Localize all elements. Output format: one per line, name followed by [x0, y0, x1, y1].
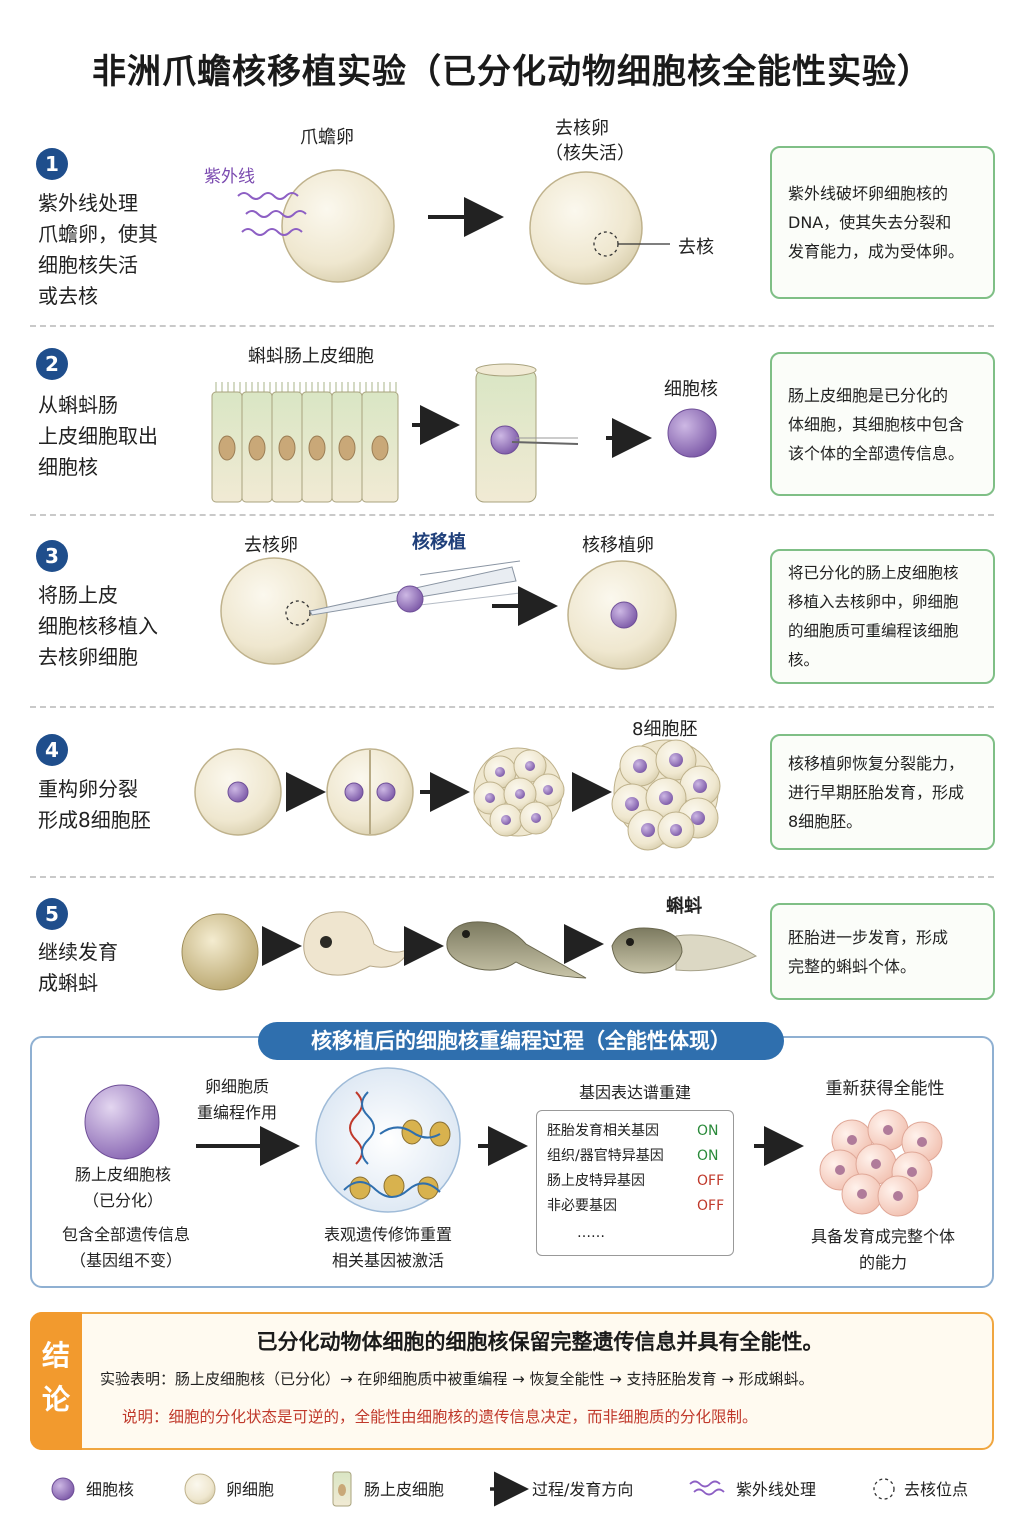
- step-5-illustration: [181, 911, 758, 991]
- uv-wave-icon: [237, 192, 307, 236]
- step-2-text: 从蝌蚪肠上皮细胞取出细胞核: [38, 393, 158, 479]
- totipotency-description: 具备发育成完整个体的能力: [810, 1227, 955, 1272]
- conclusion-headline: 已分化动物体细胞的细胞核保留完整遗传信息并具有全能性。: [256, 1330, 824, 1354]
- transfer-label: 核移植: [412, 532, 466, 553]
- step-3-number: 3: [36, 540, 68, 572]
- intestinal-epithelium-icon: [211, 382, 399, 503]
- step-1-illustration: [237, 169, 670, 285]
- uv-label: 紫外线: [204, 167, 255, 187]
- page-title: 非洲爪蟾核移植实验（已分化动物细胞核全能性实验）: [92, 52, 932, 92]
- single-cell-icon: [475, 363, 579, 503]
- enucleated-egg-icon: [529, 171, 670, 285]
- legend-epithelial-cell: 肠上皮细胞: [364, 1480, 445, 1499]
- differentiated-nucleus-icon: [84, 1084, 160, 1160]
- legend-egg: 卵细胞: [226, 1480, 275, 1499]
- inactive-label: （核失活）: [545, 143, 635, 164]
- conclusion-panel: [30, 1312, 994, 1450]
- conclusion-remark: 说明：细胞的分化状态是可逆的，全能性由细胞核的遗传信息决定，而非细胞质的分化限制…: [122, 1408, 758, 1426]
- step-5-number: 5: [36, 898, 68, 930]
- legend-egg-icon: [184, 1473, 216, 1505]
- removed-nucleus-label: 去核: [678, 237, 714, 258]
- nucleus-label: 细胞核: [664, 379, 718, 400]
- tailbud-embryo-icon: [303, 911, 412, 976]
- legend-nucleus-icon: [51, 1477, 75, 1501]
- step-3-text: 将肠上皮细胞核移植入去核卵细胞: [38, 583, 158, 669]
- two-cell-icon: [326, 748, 414, 836]
- reprogramming-title: 核移植后的细胞核重编程过程（全能性体现）: [258, 1022, 784, 1060]
- micropipette-icon: [309, 560, 521, 616]
- legend-epithelial-cell-icon: [332, 1471, 352, 1507]
- step-2-illustration: [211, 363, 717, 503]
- conclusion-detail: 实验表明：肠上皮细胞核（已分化）→ 在卵细胞质中被重编程 → 恢复全能性 → 支…: [100, 1370, 814, 1388]
- legend-uv: 紫外线处理: [736, 1480, 817, 1499]
- step-5-text: 继续发育成蝌蚪: [38, 940, 118, 995]
- eight-cell-embryo-icon: [611, 739, 721, 851]
- transplanted-egg-label: 核移植卵: [582, 535, 654, 556]
- eight-cell-embryo-label: 8细胞胚: [632, 719, 698, 740]
- step-1-number: 1: [36, 148, 68, 180]
- totipotent-cells-icon: [819, 1109, 943, 1217]
- enucleated-egg-label-3: 去核卵: [244, 535, 298, 556]
- nucleus-caption: 肠上皮细胞核（已分化）: [74, 1165, 171, 1210]
- frog-egg-label: 爪蟾卵: [300, 127, 354, 148]
- nucleus-description: 包含全部遗传信息（基因组不变）: [61, 1225, 190, 1270]
- step-4-number: 4: [36, 734, 68, 766]
- legend-enucleation: 去核位点: [904, 1480, 969, 1499]
- blastula-icon: [181, 913, 259, 991]
- divider-1: [30, 325, 994, 327]
- nucleus-icon: [667, 408, 717, 458]
- reprogramming-illustration: [84, 1067, 943, 1217]
- step-3-note: 将已分化的肠上皮细胞核移植入去核卵中，卵细胞的细胞质可重编程该细胞核。: [770, 549, 995, 684]
- tadpole-label: 蝌蚪: [666, 896, 702, 917]
- legend-enucleation-icon: [873, 1478, 895, 1500]
- legend-process: 过程/发育方向: [532, 1480, 634, 1499]
- enucleated-egg-label: 去核卵: [555, 118, 609, 139]
- step-5-note: 胚胎进一步发育，形成完整的蝌蚪个体。: [770, 903, 995, 1000]
- step-4-illustration: [194, 739, 721, 851]
- chromatin-icon: [315, 1067, 461, 1213]
- divider-3: [30, 706, 994, 708]
- epigenetic-caption: 表观遗传修饰重置相关基因被激活: [323, 1225, 452, 1270]
- step-1-text: 紫外线处理爪蟾卵，使其细胞核失活或去核: [38, 191, 158, 308]
- young-tadpole-icon: [446, 921, 587, 979]
- transplanted-egg-icon: [567, 560, 677, 670]
- step-4-text: 重构卵分裂形成8细胞胚: [38, 777, 151, 832]
- legend-uv-icon: [689, 1480, 725, 1496]
- zygote-icon: [194, 748, 282, 836]
- cytoplasm-arrow-label: 卵细胞质重编程作用: [196, 1077, 277, 1122]
- step-2-number: 2: [36, 348, 68, 380]
- divider-4: [30, 876, 994, 878]
- step-2-note: 肠上皮细胞是已分化的体细胞，其细胞核中包含该个体的全部遗传信息。: [770, 352, 995, 496]
- gene-more: ……: [577, 1225, 605, 1241]
- gene-title: 基因表达谱重建: [578, 1083, 691, 1102]
- intestinal-cells-label: 蝌蚪肠上皮细胞: [248, 346, 374, 367]
- legend-icons: [51, 1471, 895, 1507]
- divider-2: [30, 514, 994, 516]
- legend-nucleus: 细胞核: [86, 1480, 135, 1499]
- conclusion-badge: 结论: [30, 1312, 82, 1450]
- morula-icon: [473, 747, 565, 837]
- step-3-illustration: [220, 557, 677, 670]
- frog-egg-icon: [281, 169, 395, 283]
- totipotency-title: 重新获得全能性: [825, 1079, 945, 1099]
- tadpole-icon: [611, 927, 758, 974]
